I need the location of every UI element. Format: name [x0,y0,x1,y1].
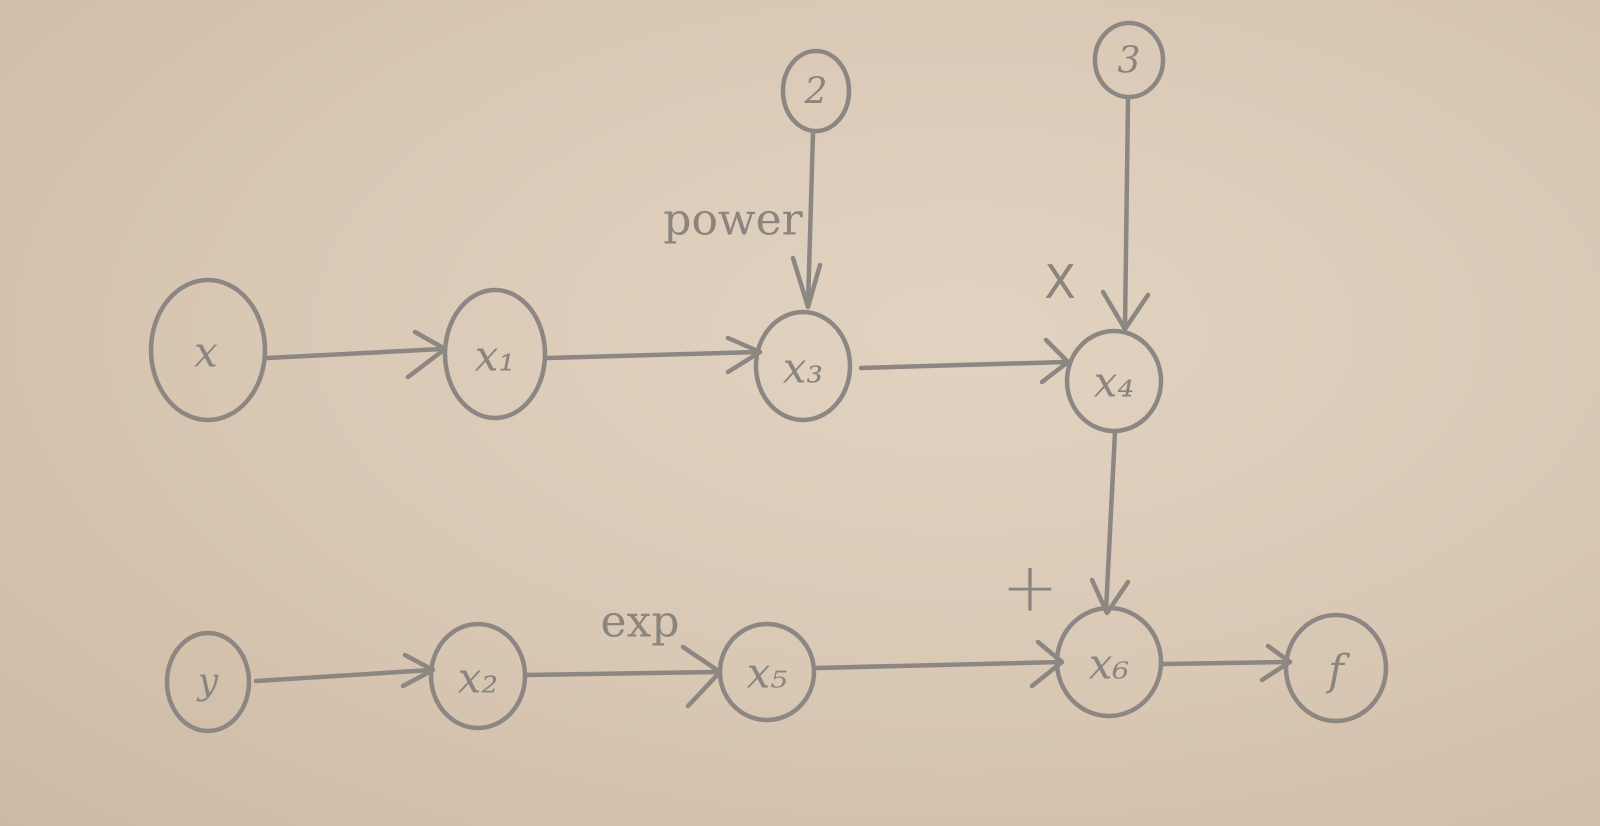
node-x1: x₁ [442,287,548,421]
node-x4-label: x₄ [1094,358,1135,407]
node-x2-label: x₂ [458,654,499,703]
node-x6-label: x₆ [1089,640,1130,689]
edge-3-to-x4 [1100,97,1151,332]
edge-x6-to-f [1160,643,1293,683]
node-const-2-label: 2 [804,72,828,113]
edge-x5-to-x6 [813,639,1065,689]
node-x6: x₆ [1054,605,1164,719]
op-add-label: + [1002,549,1059,628]
node-x3: x₃ [753,309,853,423]
edge-y-to-x2 [253,652,436,689]
edge-x3-to-x4 [858,337,1071,385]
op-power-label: power [663,195,803,246]
node-x: x [148,277,268,423]
node-x1-label: x₁ [475,332,516,381]
node-x5-label: x₅ [747,649,788,698]
node-const-2: 2 [780,48,852,134]
node-y-label: y [196,662,219,703]
node-const-3: 3 [1092,20,1166,100]
node-y: y [164,630,252,734]
node-x2: x₂ [428,621,528,731]
edge-x2-to-x5 [523,644,723,709]
node-x3-label: x₃ [783,344,824,393]
edge-x1-to-x3 [545,335,763,375]
op-multiply-label: X [1044,255,1076,309]
edge-2-to-x3 [790,130,823,310]
node-x-label: x [194,328,218,377]
edge-x4-to-x6 [1089,429,1131,616]
edge-x-to-x1 [264,329,448,380]
node-x5: x₅ [717,621,817,723]
op-exp-label: exp [600,597,679,648]
node-f-label: f [1325,646,1350,695]
node-const-3-label: 3 [1118,41,1141,82]
node-f: f [1283,612,1389,724]
node-x4: x₄ [1064,328,1164,434]
